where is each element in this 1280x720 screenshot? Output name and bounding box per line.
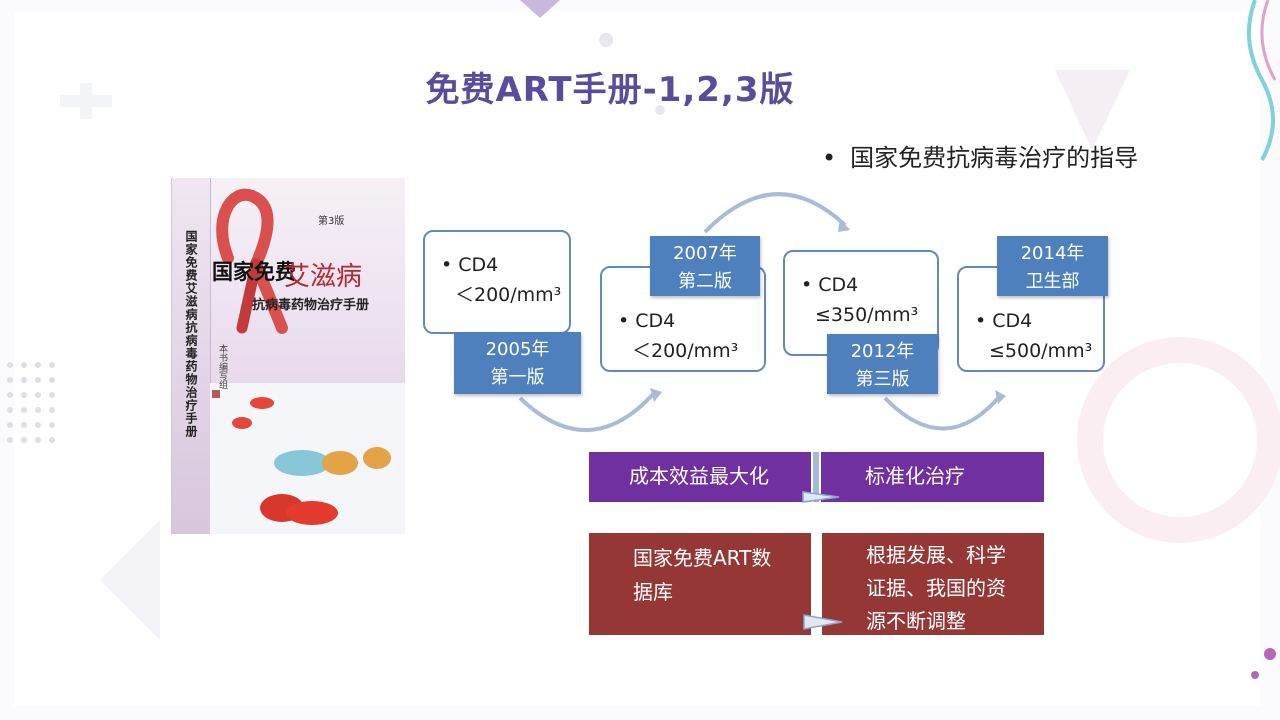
- book-editor: 本书编写组: [217, 344, 227, 389]
- tag-year: 2007年: [673, 243, 737, 264]
- spine-text: 国家免费艾滋病抗病毒药物治疗手册: [184, 230, 198, 438]
- red-ribbon-icon: [210, 188, 405, 534]
- book-cover-image: 国家免费艾滋病抗病毒药物治疗手册 第3版 国家免费 艾滋病 抗病毒药物治疗手册 …: [171, 178, 405, 534]
- book-title-part2: 艾滋病: [284, 262, 363, 292]
- bar-text: 标准化治疗: [865, 464, 965, 488]
- bullet-point: • 国家免费抗病毒治疗的指导: [822, 138, 1138, 173]
- timeline-tag-2005: 2005年 第一版: [454, 332, 581, 394]
- book-subtitle: 抗病毒药物治疗手册: [252, 298, 370, 313]
- arrow-icon: [803, 614, 843, 630]
- tag-year: 2014年: [1020, 243, 1085, 264]
- tag-year: 2012年: [850, 341, 915, 362]
- box-line2: ＜200/mm³: [632, 340, 739, 362]
- box-line2: ＜200/mm³: [455, 284, 562, 306]
- bar-cost-benefit: 成本效益最大化: [589, 452, 811, 502]
- bullet-text: 国家免费抗病毒治疗的指导: [850, 144, 1139, 172]
- box-line1: • CD4: [618, 310, 676, 332]
- bar-art-database: 国家免费ART数据库: [589, 533, 811, 635]
- timeline-tag-2012: 2012年 第三版: [827, 334, 938, 394]
- box-line1: • CD4: [441, 254, 499, 276]
- tag-label: 第二版: [678, 271, 732, 292]
- bar-text: 成本效益最大化: [629, 464, 769, 488]
- bar-adjustment: 根据发展、科学证据、我国的资源不断调整: [822, 533, 1044, 635]
- tag-label: 第一版: [490, 367, 545, 388]
- bar-text: 国家免费ART数据库: [633, 546, 772, 604]
- book-edition: 第3版: [318, 216, 345, 227]
- tag-label: 第三版: [855, 369, 910, 390]
- bar-text: 根据发展、科学证据、我国的资源不断调整: [866, 543, 1006, 633]
- tag-label: 卫生部: [1025, 271, 1080, 292]
- book-title-part1: 国家免费: [212, 260, 296, 284]
- bar-divider: [813, 452, 819, 502]
- bar-standardized: 标准化治疗: [821, 452, 1044, 502]
- timeline-tag-2014: 2014年 卫生部: [997, 236, 1108, 296]
- tag-year: 2005年: [485, 339, 550, 360]
- timeline-tag-2007: 2007年 第二版: [650, 236, 760, 296]
- timeline-box-2005: • CD4 ＜200/mm³: [423, 230, 571, 334]
- page-title: 免费ART手册-1,2,3版: [425, 70, 795, 110]
- box-line2: ≤500/mm³: [989, 340, 1093, 362]
- arrow-icon: [802, 491, 840, 503]
- box-line2: ≤350/mm³: [815, 304, 919, 326]
- book-spine: 国家免费艾滋病抗病毒药物治疗手册: [172, 178, 211, 534]
- bullet-dot: •: [822, 144, 837, 172]
- box-line1: • CD4: [801, 274, 859, 296]
- box-line1: • CD4: [975, 310, 1033, 332]
